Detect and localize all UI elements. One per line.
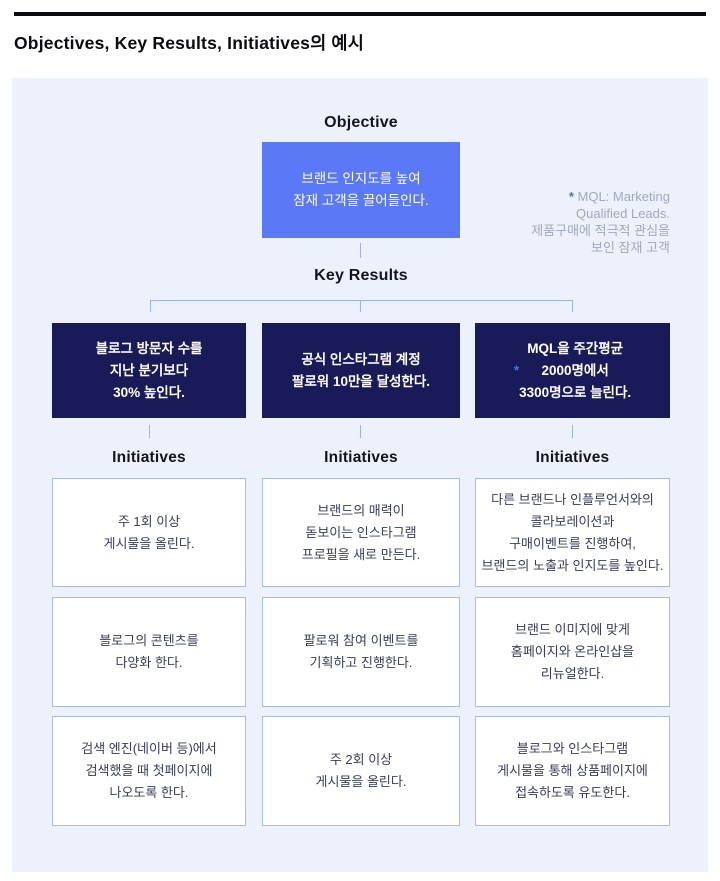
initiatives-heading-2: Initiatives xyxy=(324,449,398,466)
mql-footnote-text: MQL: Marketing Qualified Leads. 제품구매에 적극… xyxy=(531,189,670,255)
asterisk-icon: * xyxy=(568,189,574,204)
initiative-box: 블로그의 콘텐츠를 다양화 한다. xyxy=(52,597,246,707)
key-result-2-text: 공식 인스타그램 계정 팔로워 10만을 달성한다. xyxy=(291,351,431,389)
key-result-box-1: 블로그 방문자 수를 지난 분기보다 30% 높인다. xyxy=(52,323,246,418)
connector-tick-center xyxy=(360,300,361,312)
key-result-1-text: 블로그 방문자 수를 지난 분기보다 30% 높인다. xyxy=(95,340,203,400)
connector-objective-stub xyxy=(360,243,361,258)
key-result-box-2: 공식 인스타그램 계정 팔로워 10만을 달성한다. xyxy=(262,323,460,418)
mql-footnote: * MQL: Marketing Qualified Leads. 제품구매에 … xyxy=(450,188,670,256)
objective-box: 브랜드 인지도를 높여 잠재 고객을 끌어들인다. xyxy=(262,142,460,238)
page-title: Objectives, Key Results, Initiatives의 예시 xyxy=(14,33,365,53)
title-top-rule xyxy=(14,12,706,16)
objective-heading: Objective xyxy=(324,114,398,131)
key-result-box-3: * MQL을 주간평균 2000명에서 3300명으로 늘린다. xyxy=(475,323,670,418)
initiative-box: 다른 브랜드나 인플루언서와의 콜라보레이션과 구매이벤트를 진행하여, 브랜드… xyxy=(475,478,670,587)
initiative-box: 블로그와 인스타그램 게시물을 통해 상품페이지에 접속하도록 유도한다. xyxy=(475,716,670,826)
initiative-box: 주 1회 이상 게시물을 올린다. xyxy=(52,478,246,587)
initiative-box: 브랜드 이미지에 맞게 홈페이지와 온라인샵을 리뉴얼한다. xyxy=(475,597,670,707)
connector-kr2-stub xyxy=(360,425,361,438)
key-result-3-text: MQL을 주간평균 2000명에서 3300명으로 늘린다. xyxy=(519,340,632,400)
connector-kr3-stub xyxy=(572,425,573,438)
initiative-box: 검색 엔진(네이버 등)에서 검색했을 때 첫페이지에 나오도록 한다. xyxy=(52,716,246,826)
okr-diagram-panel: Objective 브랜드 인지도를 높여 잠재 고객을 끌어들인다. * MQ… xyxy=(12,78,708,872)
connector-bracket xyxy=(150,300,573,301)
connector-tick-right xyxy=(572,300,573,312)
initiatives-heading-3: Initiatives xyxy=(535,449,610,466)
initiatives-heading-1: Initiatives xyxy=(112,449,186,466)
key-results-heading: Key Results xyxy=(314,267,408,284)
initiative-box: 팔로워 참여 이벤트를 기획하고 진행한다. xyxy=(262,597,460,707)
asterisk-icon: * xyxy=(513,362,520,378)
connector-kr1-stub xyxy=(149,425,150,438)
initiative-box: 브랜드의 매력이 돋보이는 인스타그램 프로필을 새로 만든다. xyxy=(262,478,460,587)
initiative-box: 주 2회 이상 게시물을 올린다. xyxy=(262,716,460,826)
connector-tick-left xyxy=(150,300,151,312)
